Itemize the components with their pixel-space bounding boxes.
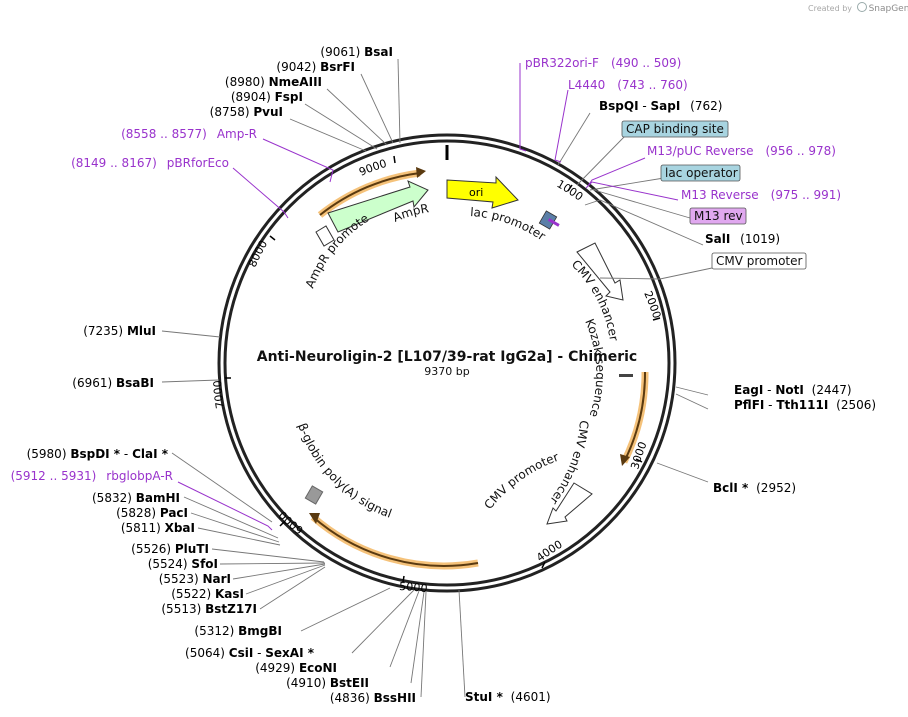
bglobin-label: β-globin poly(A) signal (295, 421, 394, 521)
cap-binding-site-label: CAP binding site (626, 122, 724, 136)
enzyme-stui[interactable]: StuI * (4601) (465, 690, 551, 704)
primer-pbr322ori-f[interactable]: pBR322ori-F(490 .. 509) (525, 56, 681, 70)
enzyme-bspqi-sapi[interactable]: BspQI - SapI (762) (599, 99, 722, 113)
orf-arrow-lower (309, 513, 320, 524)
enzyme-leader-lines (161, 58, 709, 698)
enzyme-bmgbi[interactable]: (5312) BmgBI (194, 624, 282, 638)
tick-marks (225, 155, 661, 583)
plasmid-length: 9370 bp (424, 365, 469, 378)
tick-2000 (652, 317, 661, 321)
cmv-promoter-label-2: CMV promoter (481, 450, 560, 512)
primer-m13-reverse[interactable]: M13 Reverse(975 .. 991) (681, 188, 841, 202)
tick-5000 (402, 575, 405, 583)
primer-m13-puc-reverse[interactable]: M13/pUC Reverse(956 .. 978) (647, 144, 836, 158)
credit-prefix: Created by (808, 4, 853, 13)
ampr-promoter-feature[interactable] (315, 225, 335, 247)
ori-label: ori (469, 186, 483, 199)
tick-9000 (393, 155, 396, 164)
m13-rev-feature[interactable] (547, 218, 560, 227)
kozak-label: Kozak sequence (582, 317, 607, 419)
enzyme-bsrfi[interactable]: (9042) BsrFI (276, 60, 355, 74)
tick-8000 (269, 235, 276, 241)
enzyme-pflfi-tth111i[interactable]: PflFI - Tth111I (2506) (734, 398, 876, 412)
plasmid-title: Anti-Neuroligin-2 [L107/39-rat IgG2a] - … (257, 349, 637, 365)
enzyme-paci[interactable]: (5828) PacI (116, 506, 188, 520)
primer-l4440[interactable]: L4440(743 .. 760) (568, 78, 688, 92)
enzyme-kasi[interactable]: (5522) KasI (171, 587, 244, 601)
enzyme-bsshii[interactable]: (4836) BssHII (330, 691, 416, 705)
tick-4000 (541, 561, 546, 569)
ampr-promoter-label: AmpR promoter (0, 0, 371, 290)
enzyme-pluti[interactable]: (5526) PluTI (131, 542, 209, 556)
primer-amp-r[interactable]: (8558 .. 8577)Amp-R (121, 127, 257, 141)
orf-arrow-chimeric (620, 454, 630, 466)
enzyme-sali[interactable]: SalI (1019) (705, 232, 780, 246)
cmv-enhancer-feature-1[interactable] (576, 242, 624, 301)
kozak-feature[interactable] (619, 374, 633, 377)
enzyme-xbai[interactable]: (5811) XbaI (121, 521, 195, 535)
snapgene-credit: Created by SnapGene (808, 2, 908, 14)
enzyme-nmeaiii[interactable]: (8980) NmeAIII (225, 75, 322, 89)
primer-pbrforeco[interactable]: (8149 .. 8167)pBRforEco (71, 156, 229, 170)
orf-arc-lower (310, 514, 479, 570)
enzyme-nari[interactable]: (5523) NarI (159, 572, 231, 586)
enzyme-bsabi[interactable]: (6961) BsaBI (72, 376, 154, 390)
feature-leader-lines (576, 135, 713, 280)
tick-6000 (279, 520, 286, 527)
cmv-promoter-box[interactable] (711, 252, 807, 270)
cmv-promoter-label: CMV promoter (716, 254, 803, 268)
enzyme-bstz17i[interactable]: (5513) BstZ17I (161, 602, 257, 616)
enzyme-fspi[interactable]: (8904) FspI (231, 90, 303, 104)
enzyme-bcli[interactable]: BclI * (2952) (713, 481, 796, 495)
enzyme-bsteii[interactable]: (4910) BstEII (286, 676, 369, 690)
enzyme-mlui[interactable]: (7235) MluI (83, 324, 156, 338)
credit-brand: SnapGene (868, 4, 908, 14)
cmv-enhancer-feature-2[interactable] (546, 482, 593, 525)
ori-feature[interactable] (446, 175, 519, 209)
backbone-outer-ring (217, 133, 677, 593)
bglobin-feature[interactable] (304, 485, 324, 505)
enzyme-eagi-noti[interactable]: EagI - NotI (2447) (734, 383, 852, 397)
primer-leader-lines (177, 63, 679, 531)
m13-rev-box[interactable] (689, 207, 747, 225)
snapgene-logo-icon (856, 2, 867, 12)
enzyme-bspdi-clai[interactable]: (5980) BspDI * - ClaI * (27, 447, 169, 461)
enzyme-bamhi[interactable]: (5832) BamHI (92, 491, 180, 505)
tick-3000 (635, 458, 643, 463)
enzyme-econi[interactable]: (4929) EcoNI (255, 661, 337, 675)
enzyme-csii-sexai[interactable]: (5064) CsiI - SexAI * (185, 646, 315, 660)
tick-label-9000: 9000 (357, 157, 388, 179)
m13-rev-label: M13 rev (694, 209, 743, 223)
orf-arrow-ampr (416, 167, 426, 178)
enzyme-pvui[interactable]: (8758) PvuI (210, 105, 283, 119)
primer-rbglobpa-r[interactable]: (5912 .. 5931)rbglobpA-R (11, 469, 173, 483)
lac-promoter-feature[interactable] (538, 210, 558, 230)
enzyme-bsai[interactable]: (9061) BsaI (320, 45, 393, 59)
cap-binding-site-box[interactable] (621, 120, 729, 138)
tick-label-8000: 8000 (246, 238, 270, 269)
tick-1000 (567, 184, 573, 192)
enzyme-sfoi[interactable]: (5524) SfoI (148, 557, 218, 571)
lac-operator-box[interactable] (660, 164, 741, 182)
lac-operator-label: lac operator (665, 166, 738, 180)
backbone-inner-ring (223, 139, 671, 587)
lac-promoter-label: lac promoter (470, 205, 548, 243)
ampr-feature[interactable] (327, 180, 429, 233)
